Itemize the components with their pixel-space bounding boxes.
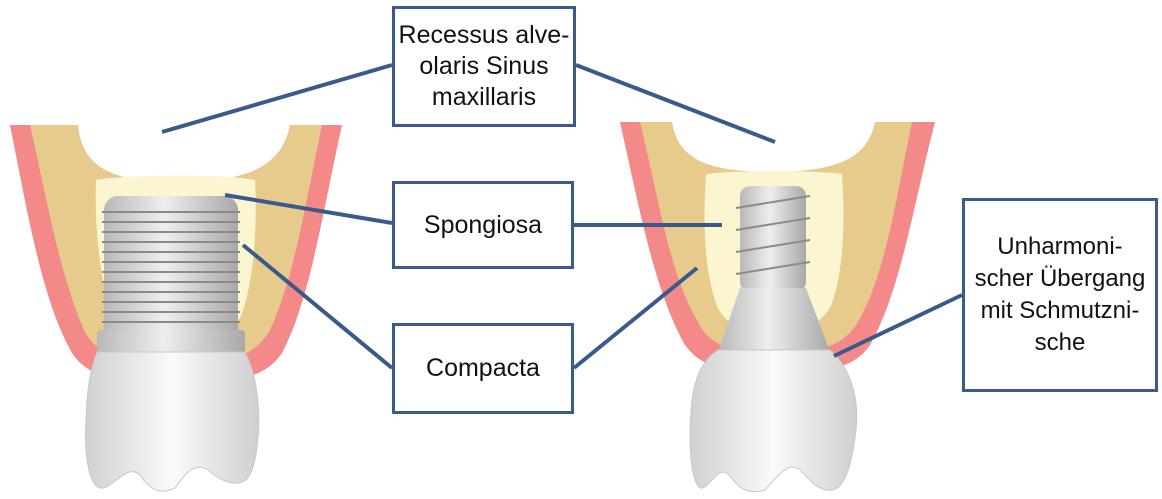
label-unharmonischer-uebergang: Unharmoni- scher Übergang mit Schmutzni-… [962,198,1158,392]
label-spongiosa: Spongiosa [392,181,574,269]
left-implant-illustration [10,125,342,491]
leader-recessus-right [576,65,775,142]
left-implant [97,196,245,354]
leader-recessus-left [162,65,392,132]
left-crown [86,352,259,491]
label-compacta: Compacta [392,323,574,414]
left-implant-collar [97,330,245,354]
right-crown [690,350,857,492]
label-recessus-alveolaris: Recessus alve- olaris Sinus maxillaris [392,6,576,127]
right-implant-illustration [620,122,935,492]
